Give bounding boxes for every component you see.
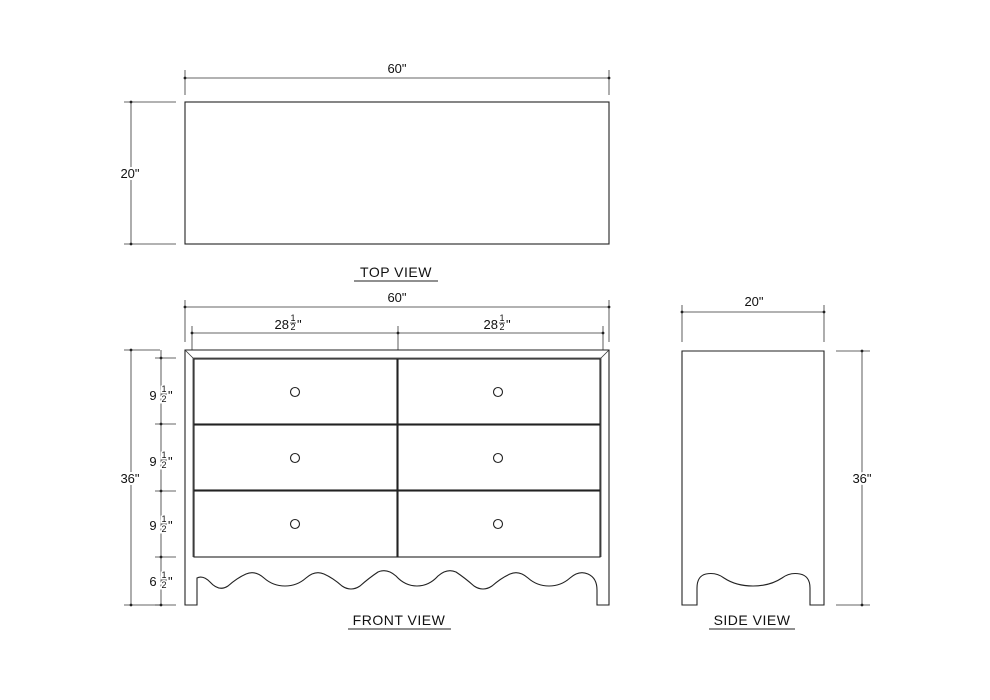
left-section-denominator: 2 xyxy=(290,322,295,332)
drawer-row-3-whole: 9 xyxy=(149,518,156,533)
knob-icon xyxy=(492,518,504,530)
front-view-title: FRONT VIEW xyxy=(353,612,446,628)
right-section-whole: 28 xyxy=(484,317,498,332)
drawer-row-3-numerator: 1 xyxy=(161,514,166,524)
top-view-title: TOP VIEW xyxy=(360,264,432,280)
knob-icon xyxy=(492,386,504,398)
drawer-row-2-whole: 9 xyxy=(149,454,156,469)
top-view: 60" 20" TOP VIEW xyxy=(118,61,611,282)
drawer-row-1-unit: " xyxy=(168,388,173,403)
top-depth-label: 20" xyxy=(120,166,139,181)
left-section-numerator: 1 xyxy=(290,313,295,323)
left-section-unit: " xyxy=(297,317,302,332)
front-height-label: 36" xyxy=(120,471,139,486)
front-width-label: 60" xyxy=(387,290,406,305)
base-height-denominator: 2 xyxy=(161,580,166,590)
drawer-row-2-numerator: 1 xyxy=(161,450,166,460)
front-view: 60" 28 1 2 " 28 1 2 " xyxy=(118,290,611,630)
right-section-unit: " xyxy=(506,317,511,332)
right-section-denominator: 2 xyxy=(499,322,504,332)
front-height-dimension: 36" xyxy=(118,348,160,607)
drawer-row-3-unit: " xyxy=(168,518,173,533)
left-section-whole: 28 xyxy=(275,317,289,332)
knob-icon xyxy=(289,518,301,530)
side-height-label: 36" xyxy=(852,471,871,486)
side-view-outline xyxy=(681,350,825,606)
drawer-row-3-denominator: 2 xyxy=(161,524,166,534)
side-view: 20" 36" SIDE VIEW xyxy=(680,294,874,630)
side-depth-dimension: 20" xyxy=(680,294,826,342)
dresser-front xyxy=(184,349,610,606)
knob-icon xyxy=(492,452,504,464)
right-section-numerator: 1 xyxy=(499,313,504,323)
top-width-label: 60" xyxy=(387,61,406,76)
front-section-dimensions: 28 1 2 " 28 1 2 " xyxy=(190,313,605,350)
knob-icon xyxy=(289,386,301,398)
base-height-unit: " xyxy=(168,574,173,589)
knob-icon xyxy=(289,452,301,464)
side-height-dimension: 36" xyxy=(836,349,874,607)
drawer-row-1-whole: 9 xyxy=(149,388,156,403)
base-height-numerator: 1 xyxy=(161,570,166,580)
side-view-title: SIDE VIEW xyxy=(714,612,791,628)
side-depth-label: 20" xyxy=(744,294,763,309)
top-width-dimension: 60" xyxy=(183,61,611,95)
base-height-whole: 6 xyxy=(149,574,156,589)
front-width-dimension: 60" xyxy=(183,290,611,342)
drawer-row-1-denominator: 2 xyxy=(161,394,166,404)
drawer-row-dimensions: 9 1 2 " 9 1 2 " 9 1 2 " 6 1 2 " xyxy=(148,350,176,607)
drawer-row-2-unit: " xyxy=(168,454,173,469)
drawer-row-1-numerator: 1 xyxy=(161,384,166,394)
drawer-row-2-denominator: 2 xyxy=(161,460,166,470)
top-view-outline xyxy=(184,101,610,245)
top-depth-dimension: 20" xyxy=(118,100,176,246)
